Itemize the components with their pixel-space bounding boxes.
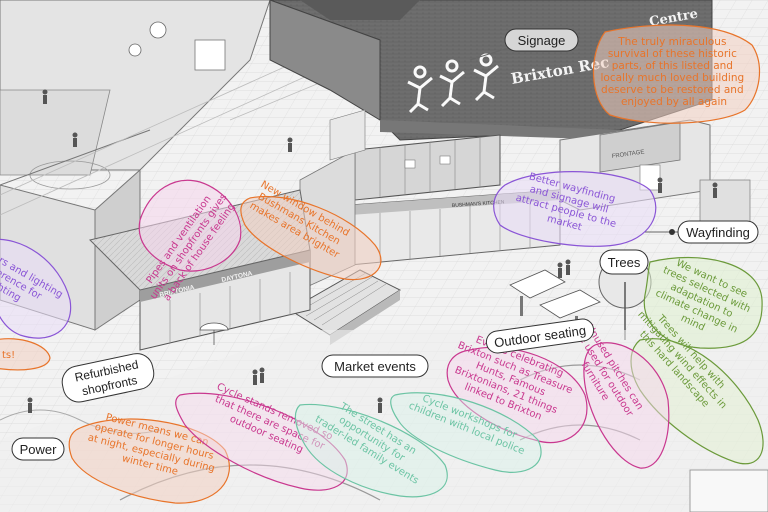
- signage-label: Signage: [504, 28, 579, 52]
- trees-label: Trees: [599, 249, 649, 275]
- market-events-label: Market events: [321, 354, 429, 378]
- pavilion-sign: FRONTAGE: [611, 149, 644, 160]
- heritage-note: The truly miraculous survival of these h…: [593, 24, 760, 124]
- power-label: Power: [11, 437, 65, 461]
- bushmans-sign: BUSHMAN'S KITCHEN: [452, 199, 505, 209]
- wayfinding-label-text: Wayfinding: [686, 225, 750, 240]
- heritage-note-text: The truly miraculous survival of these h…: [600, 36, 747, 108]
- wayfinding-note: Better wayfinding and signage will attra…: [493, 171, 657, 247]
- exclaim-note: ts!: [0, 338, 51, 371]
- trader-events-note: The street has an opportunity for trader…: [294, 401, 448, 498]
- pipes-note: Pipes and ventilation units on shopfront…: [138, 179, 242, 303]
- exclaim-note-text: ts!: [2, 350, 15, 361]
- lighting-note: rs and lighting ference for lighting: [0, 238, 72, 339]
- wayfinding-label: Wayfinding: [669, 220, 759, 244]
- signage-label-text: Signage: [518, 33, 566, 48]
- power-label-text: Power: [20, 442, 58, 457]
- dancing-figures-logo: [407, 53, 499, 114]
- trees-climate-note: We want to see trees selected with adapt…: [643, 256, 763, 349]
- people-figures: [27, 89, 718, 413]
- market-events-label-text: Market events: [334, 359, 416, 374]
- trees-label-text: Trees: [608, 255, 641, 270]
